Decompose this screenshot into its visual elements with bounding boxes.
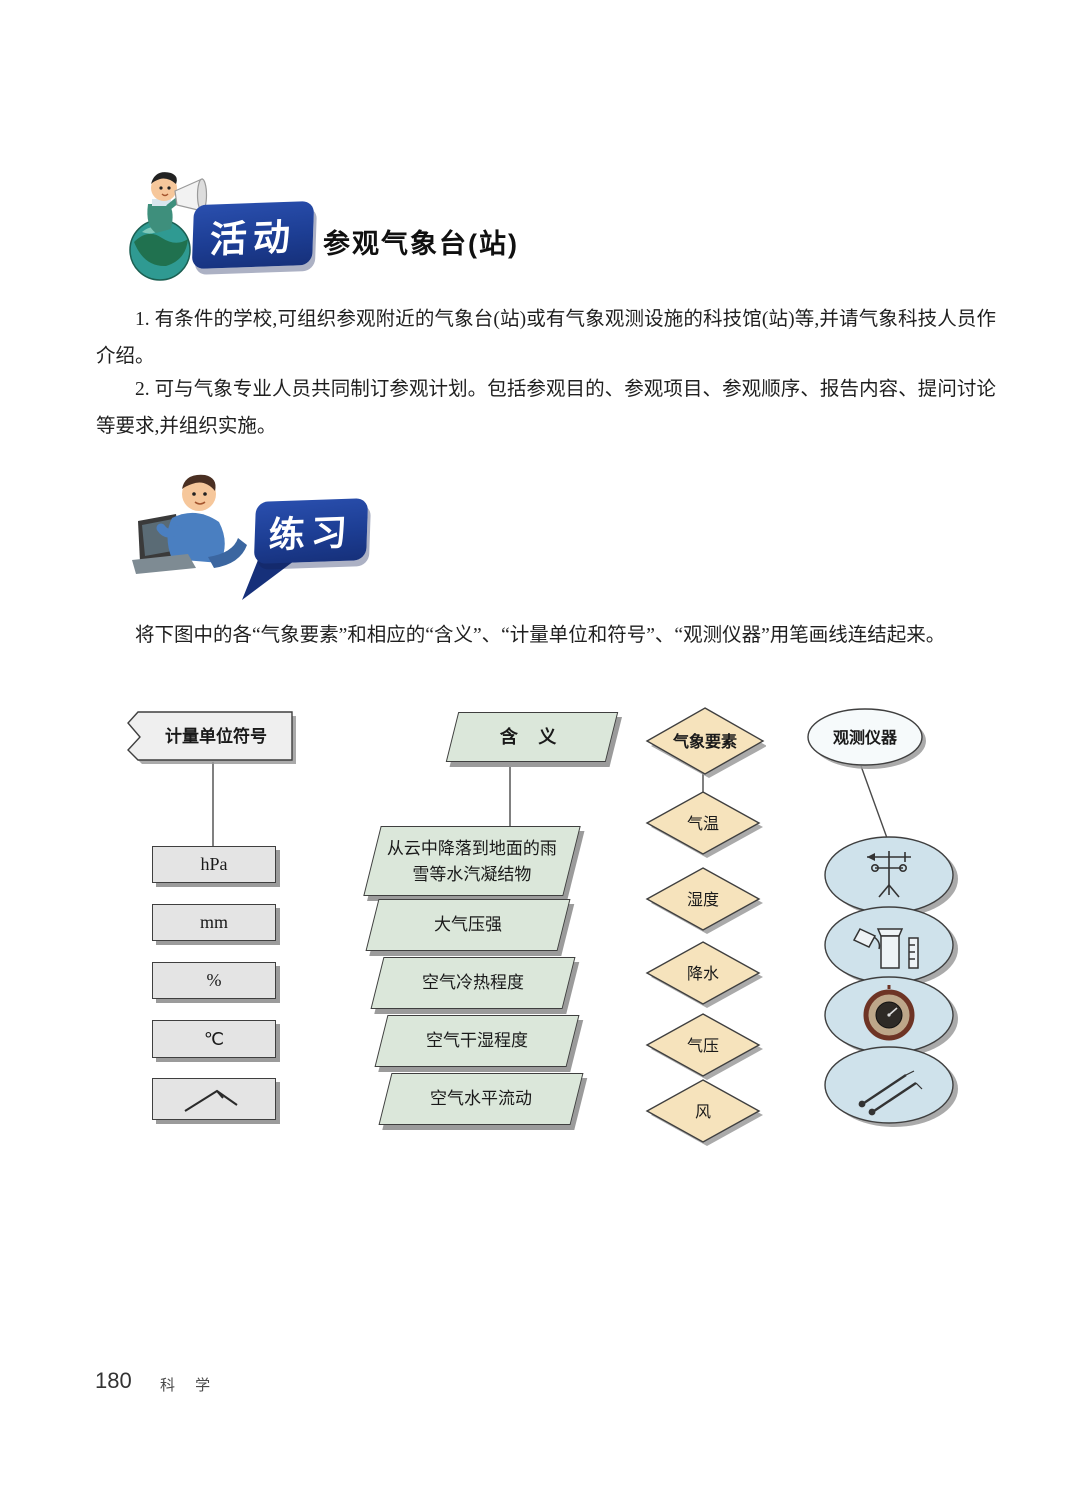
exercise-badge: 练习: [253, 498, 369, 564]
element-diamond-temperature: 气温: [645, 791, 763, 858]
instrument-ellipse-barometer: [824, 976, 958, 1057]
activity-paragraph-2: 2. 可与气象专业人员共同制订参观计划。包括参观目的、参观项目、参观顺序、报告内…: [96, 379, 996, 437]
diagram-header-instruments-label: 观测仪器: [833, 728, 898, 747]
unit-box-mm: mm: [152, 904, 276, 941]
element-diamond-pressure: 气压: [645, 1013, 763, 1080]
exercise-mascot-illustration: [132, 474, 247, 574]
activity-title: 参观气象台(站): [323, 229, 519, 259]
exercise-instruction: 将下图中的各“气象要素”和相应的“含义”、“计量单位和符号”、“观测仪器”用笔画…: [135, 625, 946, 646]
diagram-header-meaning: 含 义: [445, 712, 619, 762]
meaning-box-temperature: 空气冷热程度: [370, 957, 576, 1009]
element-label-temperature: 气温: [687, 815, 719, 833]
unit-box-hpa: hPa: [152, 846, 276, 883]
unit-box-celsius: ℃: [152, 1020, 276, 1058]
instrument-ellipse-rain-gauge: [824, 906, 958, 987]
anemometer-icon: [867, 851, 911, 898]
unit-label-hpa: hPa: [200, 854, 228, 874]
element-diamond-wind: 风: [645, 1079, 763, 1146]
diagram-header-elements: 气象要素: [645, 707, 766, 778]
meaning-box-pressure: 大气压强: [365, 899, 571, 951]
wind-barb-symbol: [184, 1089, 238, 1112]
diagram-connector-lines: [212, 762, 888, 848]
element-diamond-precipitation: 降水: [645, 941, 763, 1008]
meaning-box-humidity: 空气干湿程度: [374, 1015, 580, 1067]
unit-label-percent: %: [206, 970, 222, 990]
instrument-ellipse-anemometer: [824, 836, 958, 917]
exercise-badge-label: 练习: [268, 511, 354, 556]
meaning-label-wind: 空气水平流动: [430, 1089, 532, 1109]
element-label-humidity: 湿度: [687, 891, 719, 909]
footer-subject: 科 学: [160, 1377, 219, 1394]
diagram-header-meaning-label: 含 义: [499, 726, 565, 747]
activity-badge: 活动: [191, 200, 315, 270]
activity-mascot-illustration: [129, 172, 208, 281]
instrument-ellipse-thermometer: [824, 1046, 958, 1127]
activity-badge-label: 活动: [209, 216, 297, 261]
barometer-icon: [863, 985, 915, 1041]
meaning-label-temperature: 空气冷热程度: [422, 973, 524, 993]
meaning-label-pressure: 大气压强: [434, 915, 502, 935]
element-label-wind: 风: [695, 1104, 711, 1121]
rain-gauge-icon: [852, 928, 919, 969]
meaning-box-precipitation: 从云中降落到地面的雨雪等水汽凝结物: [363, 826, 581, 896]
meaning-label-precipitation: 从云中降落到地面的雨雪等水汽凝结物: [387, 838, 557, 884]
activity-paragraph-1: 1. 有条件的学校,可组织参观附近的气象台(站)或有气象观测设施的科技馆(站)等…: [96, 309, 996, 367]
thermometer-icon: [858, 1070, 923, 1116]
element-diamond-humidity: 湿度: [645, 867, 763, 934]
element-label-pressure: 气压: [687, 1037, 719, 1055]
diagram-header-elements-label: 气象要素: [672, 732, 737, 751]
unit-box-wind-symbol: [152, 1078, 276, 1120]
unit-box-percent: %: [152, 962, 276, 999]
element-label-precipitation: 降水: [687, 965, 719, 983]
unit-label-mm: mm: [199, 912, 228, 932]
diagram-header-units-label: 计量单位符号: [165, 726, 267, 746]
meaning-label-humidity: 空气干湿程度: [426, 1031, 528, 1051]
footer-page-number: 180: [95, 1368, 132, 1393]
meaning-box-wind: 空气水平流动: [378, 1073, 584, 1125]
diagram-header-instruments: 观测仪器: [807, 708, 926, 769]
unit-label-celsius: ℃: [203, 1028, 225, 1049]
diagram-header-units: 计量单位符号: [127, 711, 296, 764]
